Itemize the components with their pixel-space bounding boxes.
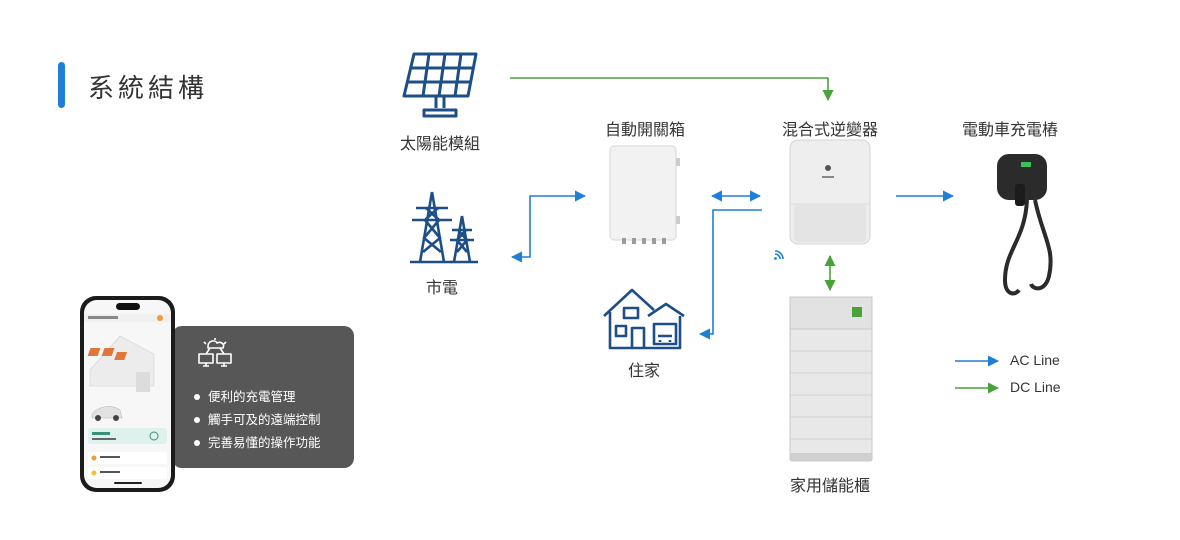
ev-charger-device (997, 154, 1053, 296)
title-accent-bar (58, 62, 65, 108)
ac-line-inverter-home (698, 209, 762, 340)
label-solar: 太陽能模組 (399, 134, 480, 153)
feature-card: 便利的充電管理 觸手可及的遠端控制 完善易懂的操作功能 (172, 326, 354, 468)
label-home: 住家 (627, 361, 660, 380)
bullet-icon (194, 416, 200, 423)
label-inverter: 混合式逆變器 (781, 120, 878, 139)
ac-line-grid-switchbox (510, 190, 587, 263)
feature-item-2: 觸手可及的遠端控制 (194, 409, 321, 428)
feature-item-3: 完善易懂的操作功能 (194, 432, 321, 451)
label-charger: 電動車充電樁 (961, 120, 1058, 139)
page-title: 系統結構 (88, 74, 209, 104)
legend-ac-label: AC Line (1010, 352, 1060, 368)
feature-item-1: 便利的充電管理 (194, 386, 296, 405)
phone-notch (116, 303, 140, 310)
wifi-icon (774, 250, 784, 260)
app-screen (84, 300, 171, 488)
bullet-icon (194, 393, 200, 400)
house-icon (603, 288, 685, 350)
label-storage: 家用儲能櫃 (789, 476, 870, 495)
transmission-tower-icon (410, 191, 478, 264)
inverter-device (789, 139, 871, 245)
label-grid: 市電 (425, 278, 458, 297)
smartphone-app-mockup (80, 296, 175, 492)
label-switchbox: 自動開關箱 (604, 120, 685, 139)
dc-line-solar-inverter (510, 77, 834, 102)
remote-control-icon (198, 338, 232, 367)
bullet-icon (194, 439, 200, 446)
storage-cabinet-device (789, 296, 873, 462)
app-illustration (84, 314, 171, 484)
legend-dc-label: DC Line (1010, 379, 1061, 395)
switchbox-device (609, 145, 680, 244)
solar-panel-icon (402, 52, 478, 118)
